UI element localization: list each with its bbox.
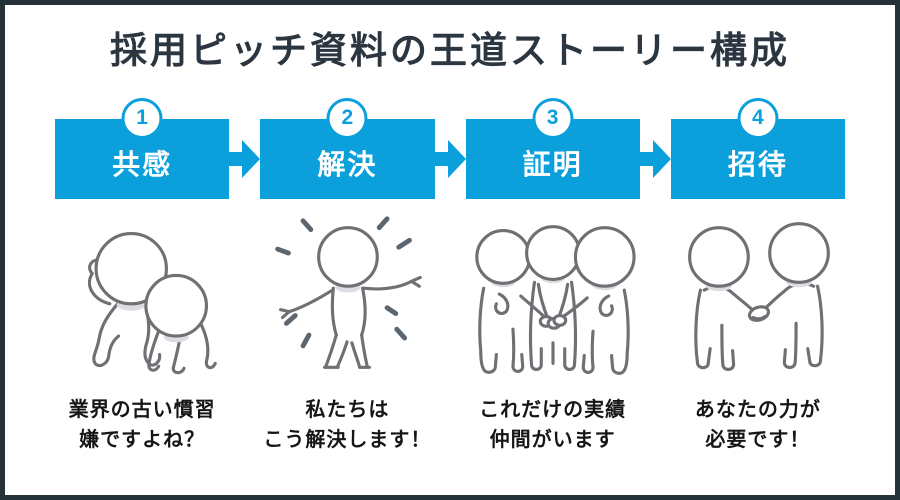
step-2-header: 2 解決 <box>260 97 435 199</box>
step-3-header: 3 証明 <box>465 97 640 199</box>
grid-spacer <box>435 391 466 455</box>
grid-spacer <box>640 391 671 455</box>
step-3-caption-line2: 仲間がいます <box>489 428 616 451</box>
step-1-caption-line2: 嫌ですよね？ <box>79 428 206 451</box>
step-4-number-badge: 4 <box>737 97 779 139</box>
step-4-caption-line1: あなたの力が <box>694 398 821 421</box>
step-4-number: 4 <box>752 106 764 130</box>
step-4-caption: あなたの力が 必要です！ <box>671 395 845 455</box>
illustration-three-figures-holding-hands <box>466 199 640 391</box>
step-2-label: 解決 <box>317 148 378 180</box>
step-2-caption-line1: 私たちは <box>305 398 390 421</box>
step-2-number: 2 <box>341 106 354 130</box>
step-3-number-badge: 3 <box>532 97 574 139</box>
grid-spacer <box>640 199 671 391</box>
step-1-number: 1 <box>136 106 148 130</box>
step-4-caption-line2: 必要です！ <box>705 428 811 451</box>
step-1-header: 1 共感 <box>55 97 230 199</box>
grid-spacer <box>229 199 260 391</box>
steps-grid: 1 共感 2 解決 3 証明 <box>55 97 845 455</box>
arrow-right-icon <box>229 119 261 199</box>
step-1-number-badge: 1 <box>121 97 163 139</box>
step-1-caption: 業界の古い慣習 嫌ですよね？ <box>55 395 229 455</box>
step-1-caption-line1: 業界の古い慣習 <box>68 398 216 421</box>
illustration-two-crouching-figures <box>55 199 229 391</box>
grid-spacer <box>229 391 260 455</box>
grid-spacer <box>435 199 466 391</box>
arrow-right-icon <box>639 119 671 199</box>
step-2-number-badge: 2 <box>326 97 368 139</box>
step-3-caption-line1: これだけの実績 <box>479 398 627 421</box>
illustration-figure-with-open-arms <box>260 199 434 391</box>
step-3-caption: これだけの実績 仲間がいます <box>466 395 640 455</box>
step-2-caption: 私たちは こう解決します！ <box>260 395 434 455</box>
step-3-number: 3 <box>546 106 559 130</box>
step-4-header: 4 招待 <box>670 97 845 199</box>
step-4-label: 招待 <box>727 148 788 180</box>
step-1-label: 共感 <box>112 148 173 180</box>
illustration-two-figures-handshake <box>671 199 845 391</box>
page-title: 採用ピッチ資料の王道ストーリー構成 <box>110 30 790 71</box>
arrow-right-icon <box>434 119 466 199</box>
step-3-label: 証明 <box>522 148 583 180</box>
step-2-caption-line2: こう解決します！ <box>263 428 432 451</box>
